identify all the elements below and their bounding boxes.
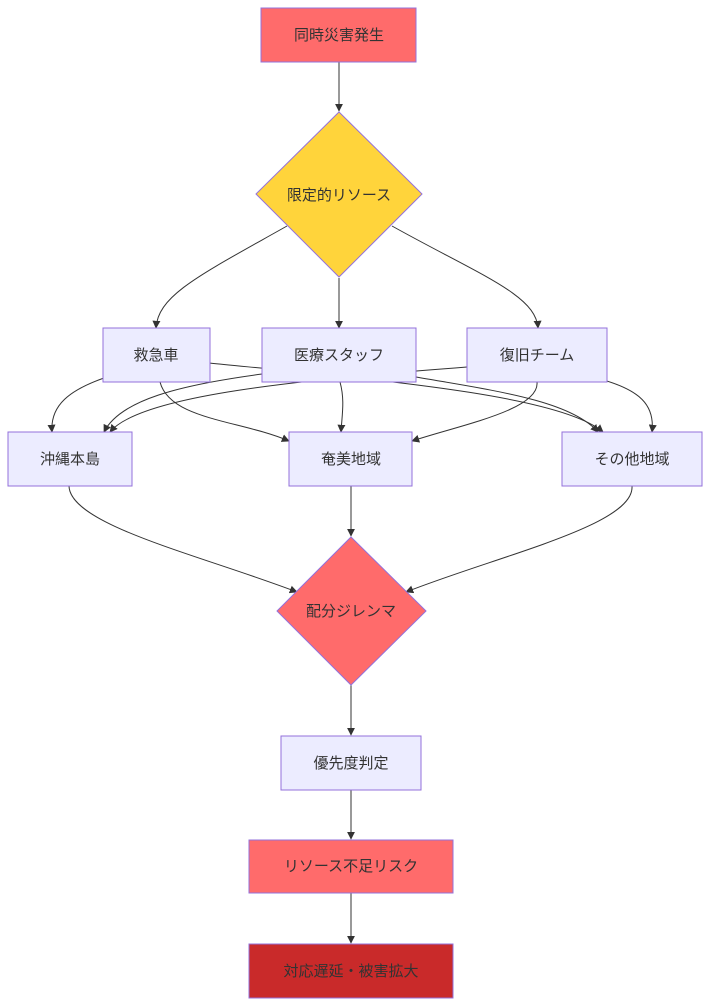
- node-simultaneous-disaster: 同時災害発生: [260, 7, 417, 63]
- node-allocation-dilemma: 配分ジレンマ: [276, 536, 427, 686]
- node-recovery-team-label: 復旧チーム: [500, 346, 575, 364]
- node-priority-decision-label: 優先度判定: [313, 754, 388, 772]
- node-medical-staff: 医療スタッフ: [261, 327, 417, 383]
- edge-recovery-to-amami: [411, 381, 538, 443]
- node-response-delay: 対応遅延・被害拡大: [248, 943, 454, 999]
- node-okinawa-main-island: 沖縄本島: [7, 431, 133, 487]
- node-priority-decision: 優先度判定: [280, 735, 422, 791]
- node-ambulance-label: 救急車: [133, 346, 178, 364]
- edge-resources-to-recovery: [391, 225, 542, 329]
- edge-ambulance-to-amami: [159, 381, 290, 442]
- node-limited-resources-label: 限定的リソース: [287, 186, 391, 204]
- node-resource-shortage-risk-label: リソース不足リスク: [284, 857, 418, 875]
- node-recovery-team: 復旧チーム: [466, 327, 608, 383]
- edge-other-to-dilemma: [405, 485, 633, 594]
- node-okinawa-main-island-label: 沖縄本島: [40, 450, 100, 468]
- node-limited-resources: 限定的リソース: [255, 111, 423, 278]
- node-amami-region: 奄美地域: [288, 431, 413, 487]
- edge-recovery-to-other: [599, 378, 657, 433]
- edge-ambulance-to-okinawa: [47, 377, 105, 433]
- node-other-regions: その他地域: [561, 431, 703, 487]
- edge-medical-to-amami: [337, 381, 346, 433]
- edge-medical-to-other: [415, 376, 599, 433]
- node-medical-staff-label: 医療スタッフ: [294, 346, 384, 364]
- node-allocation-dilemma-label: 配分ジレンマ: [306, 602, 396, 620]
- edge-okinawa-to-dilemma: [68, 485, 298, 594]
- node-other-regions-label: その他地域: [594, 450, 669, 468]
- node-ambulance: 救急車: [102, 327, 211, 383]
- node-amami-region-label: 奄美地域: [321, 450, 381, 468]
- node-response-delay-label: 対応遅延・被害拡大: [283, 962, 418, 980]
- edge-resources-to-ambulance: [152, 225, 288, 329]
- edge-medical-to-okinawa: [103, 373, 263, 433]
- node-resource-shortage-risk: リソース不足リスク: [248, 839, 454, 894]
- node-simultaneous-disaster-label: 同時災害発生: [294, 26, 384, 44]
